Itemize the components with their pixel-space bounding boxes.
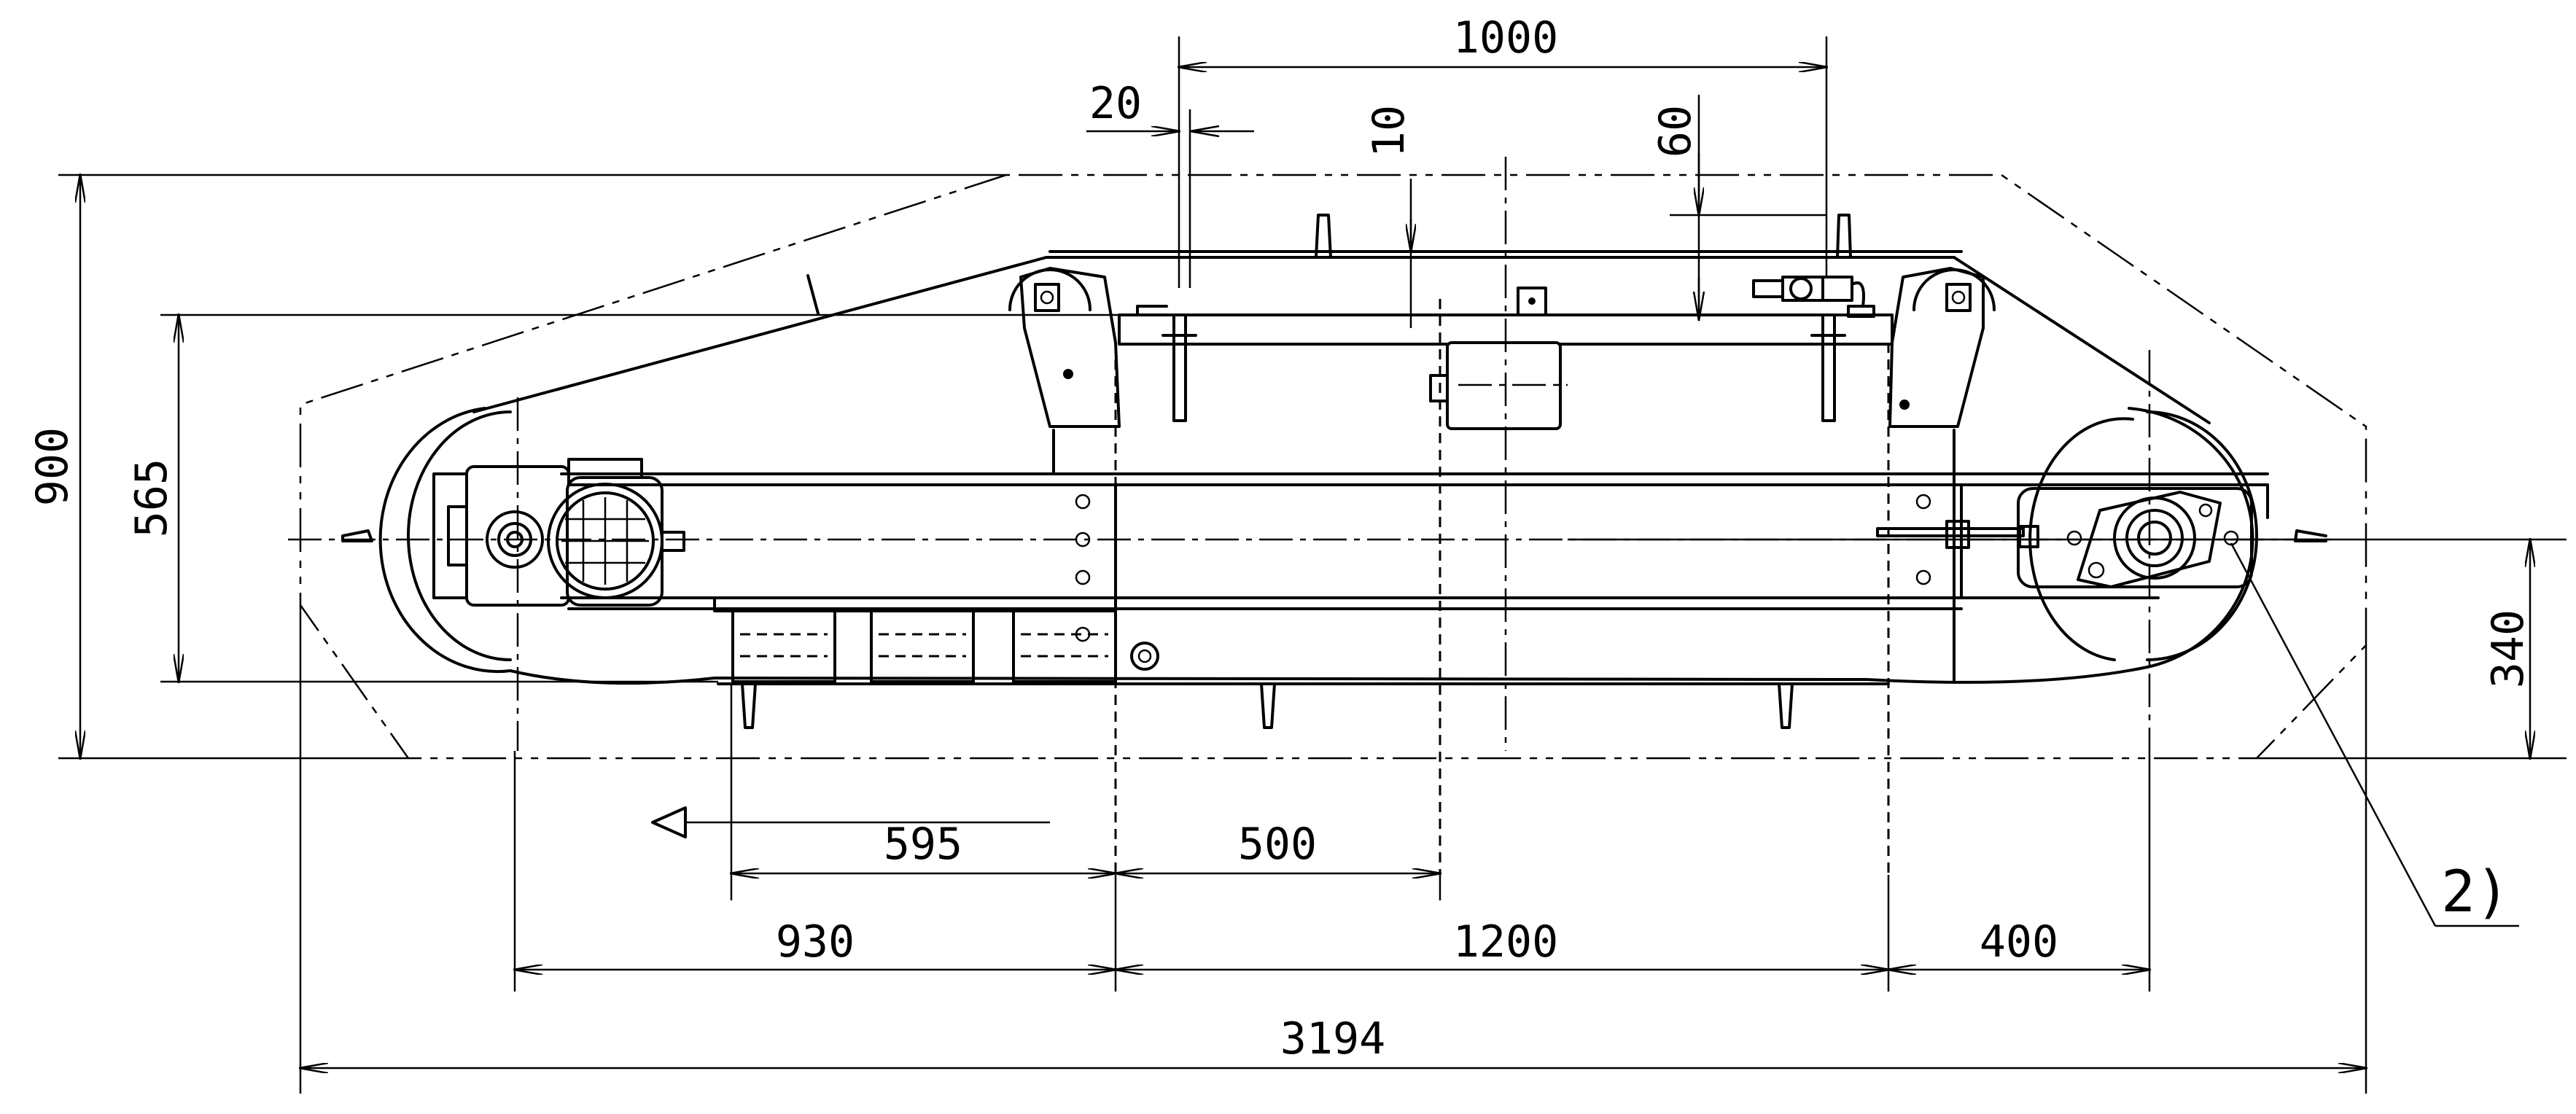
dim-text-20: 20 xyxy=(1089,78,1142,129)
dimension-10: 10 xyxy=(1363,105,1415,252)
dim-text-340: 340 xyxy=(2483,609,2534,688)
dimension-565: 565 xyxy=(126,315,179,682)
right-hanger xyxy=(1888,267,1996,428)
dimension-900: 900 xyxy=(27,175,80,758)
dimension-1200: 1200 xyxy=(1116,916,1888,970)
dim-text-500: 500 xyxy=(1238,819,1317,870)
bearing-tensioner xyxy=(1876,487,2253,588)
dim-text-930: 930 xyxy=(776,916,855,967)
dimension-20: 20 xyxy=(1086,78,1254,138)
dim-text-595: 595 xyxy=(884,819,962,870)
dimension-595: 595 xyxy=(731,819,1116,873)
callout-label: 2) xyxy=(2441,860,2510,925)
left-hanger xyxy=(1008,267,1121,428)
dim-text-1000: 1000 xyxy=(1453,12,1559,63)
dimension-1000: 1000 xyxy=(1179,12,1826,67)
drive-drum xyxy=(407,410,512,661)
center-lines xyxy=(288,157,2333,751)
motor-fan-grid xyxy=(561,497,649,585)
flow-arrow xyxy=(651,806,1050,838)
gear-motor xyxy=(432,458,685,607)
extension-lines xyxy=(58,36,2567,1094)
dimension-340: 340 xyxy=(2483,540,2534,758)
dashed-guides xyxy=(1114,299,1890,875)
dimension-930: 930 xyxy=(515,916,1116,970)
main-frame xyxy=(560,429,2269,683)
dim-text-400: 400 xyxy=(1980,916,2058,967)
dimension-60: 60 xyxy=(1650,105,1705,322)
bottom-boxes xyxy=(713,596,1117,683)
dimension-400: 400 xyxy=(1888,916,2149,970)
dim-text-565: 565 xyxy=(126,459,177,537)
dimension-3194: 3194 xyxy=(300,1013,2366,1068)
dim-text-1200: 1200 xyxy=(1453,916,1559,967)
dim-text-3194: 3194 xyxy=(1280,1013,1386,1064)
callout-2: 2) xyxy=(2230,542,2519,927)
valve-fitting xyxy=(1752,276,1875,318)
dim-text-10: 10 xyxy=(1363,105,1415,157)
dimension-500: 500 xyxy=(1116,819,1440,873)
dim-text-900: 900 xyxy=(27,427,78,506)
dim-text-60: 60 xyxy=(1650,105,1701,157)
